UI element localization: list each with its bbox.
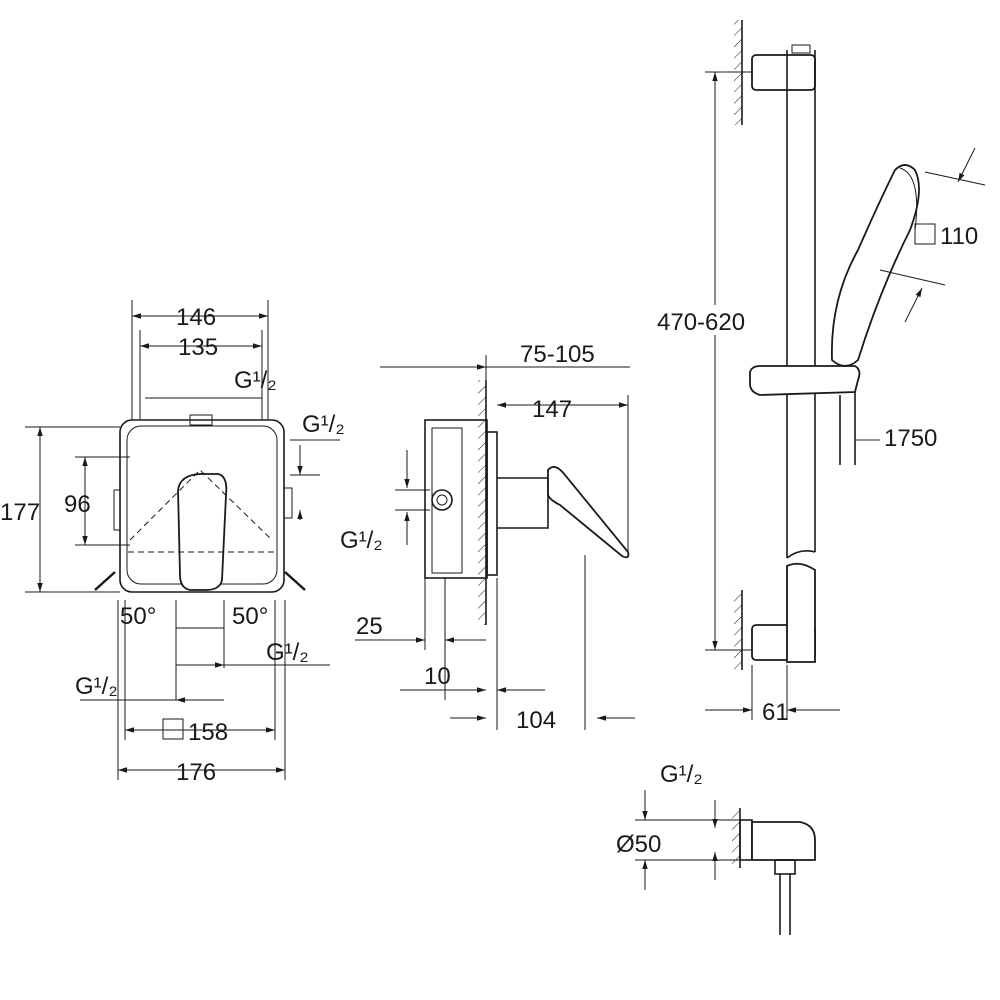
mounting-box [424,419,488,579]
dim-110: 110 [940,223,978,250]
dim-147: 147 [532,396,572,423]
side-view: 75-105 147 G¹/₂ 25 10 104 [340,341,635,734]
label-g-half-bottom-left: G¹/₂ [75,673,118,700]
shower-rail-view: 470-620 110 1750 61 [655,20,986,726]
label-g-half-top: G¹/₂ [234,367,277,394]
dim-104: 104 [516,707,556,734]
square-icon [914,223,936,245]
dim-61: 61 [762,699,789,726]
wall-outlet-view: G¹/₂ Ø50 [616,761,816,935]
hose [839,392,856,465]
top-bracket [751,54,816,91]
dim-10: 10 [424,663,451,690]
square-icon [162,718,184,740]
lever-side [547,466,630,559]
rail-bar [786,50,816,558]
angle-left: 50° [120,603,156,630]
dim-135: 135 [178,334,218,361]
wall-outlet [751,821,816,861]
outlet-hose [779,874,791,935]
label-g-half-bottom-right: G¹/₂ [266,639,309,666]
dim-96: 96 [64,491,91,518]
hand-shower [830,164,920,367]
label-g-half-outlet: G¹/₂ [660,761,703,788]
dim-25: 25 [356,613,383,640]
angle-right: 50° [232,603,268,630]
slider [749,365,861,396]
dim-146: 146 [176,304,216,331]
label-g-half-side-view: G¹/₂ [340,527,383,554]
dim-176: 176 [176,759,216,786]
dim-1750: 1750 [884,425,937,452]
dim-75-105: 75-105 [520,341,595,368]
front-view: 146 135 G¹/₂ G¹/₂ 177 96 50° 50° G¹/₂ G¹… [0,300,345,786]
label-g-half-side: G¹/₂ [302,411,345,438]
cover-plate-side [486,431,498,576]
dim-470-620: 470-620 [657,309,745,336]
lever-handle [177,473,228,591]
dim-177: 177 [0,499,40,526]
dim-diameter-50: Ø50 [616,831,661,858]
dim-158: 158 [188,719,228,746]
valve-body [497,477,549,529]
